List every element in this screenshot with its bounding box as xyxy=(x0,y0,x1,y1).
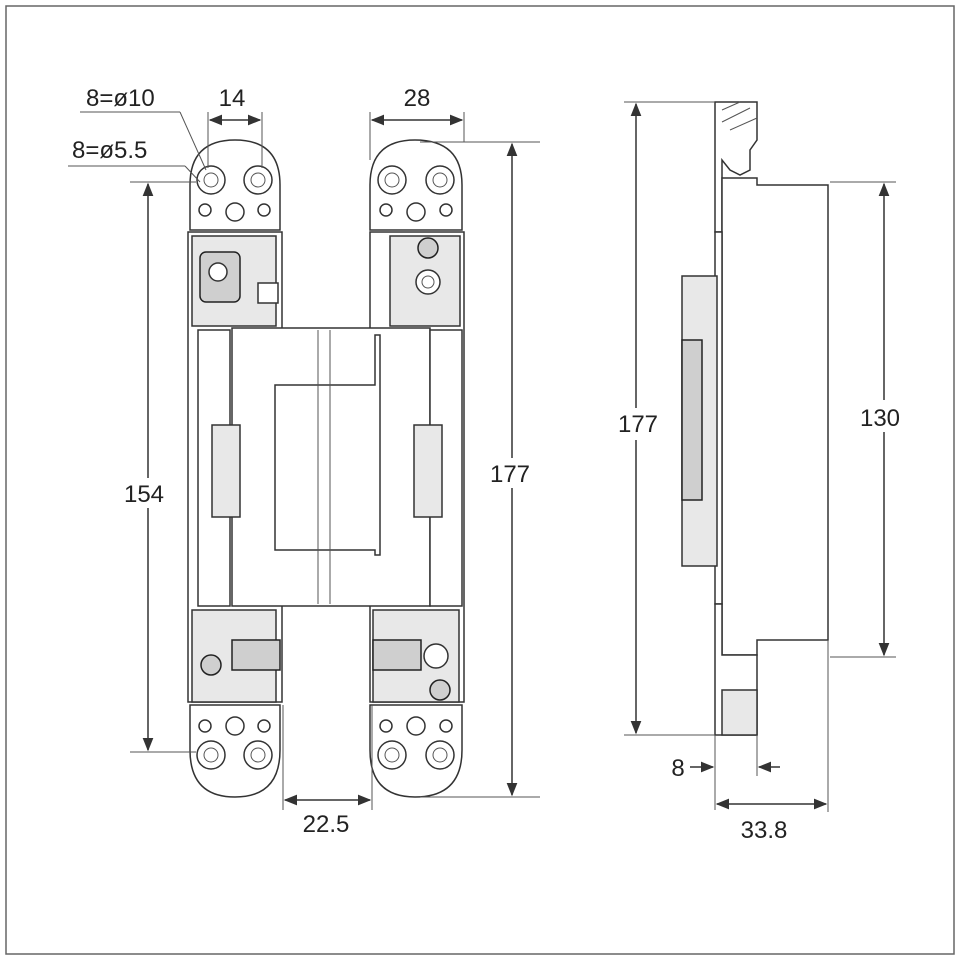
hole-medium-bottom-left xyxy=(225,716,245,736)
hole-large-top-left-inner xyxy=(203,172,219,188)
right-knurl-bottom xyxy=(372,639,422,671)
right-cam-top-inner xyxy=(421,275,435,289)
dim-label-14: 14 xyxy=(219,85,246,112)
hole-small-bottom-right-a xyxy=(379,719,393,733)
dim-label-22-5: 22.5 xyxy=(303,811,350,838)
side-inner-slot xyxy=(681,339,703,501)
side-bottom-plate-face xyxy=(721,689,758,736)
hole-small-top-right-b xyxy=(439,203,453,217)
left-bottom-plate xyxy=(189,704,281,798)
hole-small-bottom-left-a xyxy=(198,719,212,733)
left-rail-guide xyxy=(211,424,241,518)
hole-small-top-right-a xyxy=(379,203,393,217)
left-adjust-screw-bottom xyxy=(200,654,222,676)
left-knurl-bottom xyxy=(231,639,281,671)
hole-large-bottom-right-b xyxy=(425,740,455,770)
dim-label-28: 28 xyxy=(404,85,431,112)
dim-label-8: 8 xyxy=(671,755,684,782)
dim-label-33-8: 33.8 xyxy=(741,817,788,844)
left-adjust-screw-top xyxy=(208,262,228,282)
right-cam-top xyxy=(415,269,441,295)
hole-small-top-left-a xyxy=(198,203,212,217)
right-rail-guide xyxy=(413,424,443,518)
hole-large-bottom-right-a-inner xyxy=(384,747,400,763)
hole-large-top-right-a-inner xyxy=(384,172,400,188)
hole-small-bottom-left-b xyxy=(257,719,271,733)
dim-label-154: 154 xyxy=(124,481,164,508)
hole-small-top-left-b xyxy=(257,203,271,217)
right-adjust-screw-bottom xyxy=(429,679,451,701)
dim-label-177-side: 177 xyxy=(618,411,658,438)
left-top-plate xyxy=(189,139,281,231)
dim-label-177-front: 177 xyxy=(490,461,530,488)
hole-large-bottom-right-b-inner xyxy=(432,747,448,763)
hole-large-top-right-a xyxy=(377,165,407,195)
hole-large-bottom-left-a xyxy=(196,740,226,770)
center-link-arm xyxy=(274,334,381,556)
front-view: 14 28 8=ø10 8=ø5.5 154 177 22.5 xyxy=(68,85,544,838)
right-cam-bottom xyxy=(423,643,449,669)
dim-label-130: 130 xyxy=(860,405,900,432)
hole-large-bottom-left-a-inner xyxy=(203,747,219,763)
hole-medium-top-left xyxy=(225,202,245,222)
hole-small-bottom-right-b xyxy=(439,719,453,733)
hole-large-bottom-left-b xyxy=(243,740,273,770)
right-adjust-screw-top xyxy=(417,237,439,259)
hole-large-top-left xyxy=(196,165,226,195)
hole-large-bottom-left-b-inner xyxy=(250,747,266,763)
side-faceplate-hatch xyxy=(721,101,758,131)
right-bottom-plate xyxy=(369,704,463,798)
drawing-frame xyxy=(5,5,955,955)
hole-medium-top-right xyxy=(406,202,426,222)
label-hole-large: 8=ø10 xyxy=(86,85,155,112)
side-view: 177 130 8 33.8 xyxy=(606,101,916,844)
hole-large-top-mid-inner xyxy=(250,172,266,188)
hole-large-bottom-right-a xyxy=(377,740,407,770)
hole-large-top-mid xyxy=(243,165,273,195)
side-body xyxy=(721,177,829,656)
hole-large-top-right-b xyxy=(425,165,455,195)
hole-medium-bottom-right xyxy=(406,716,426,736)
right-top-plate xyxy=(369,139,463,231)
hole-large-top-right-b-inner xyxy=(432,172,448,188)
left-tab-top xyxy=(257,282,279,304)
label-hole-small: 8=ø5.5 xyxy=(72,137,147,164)
